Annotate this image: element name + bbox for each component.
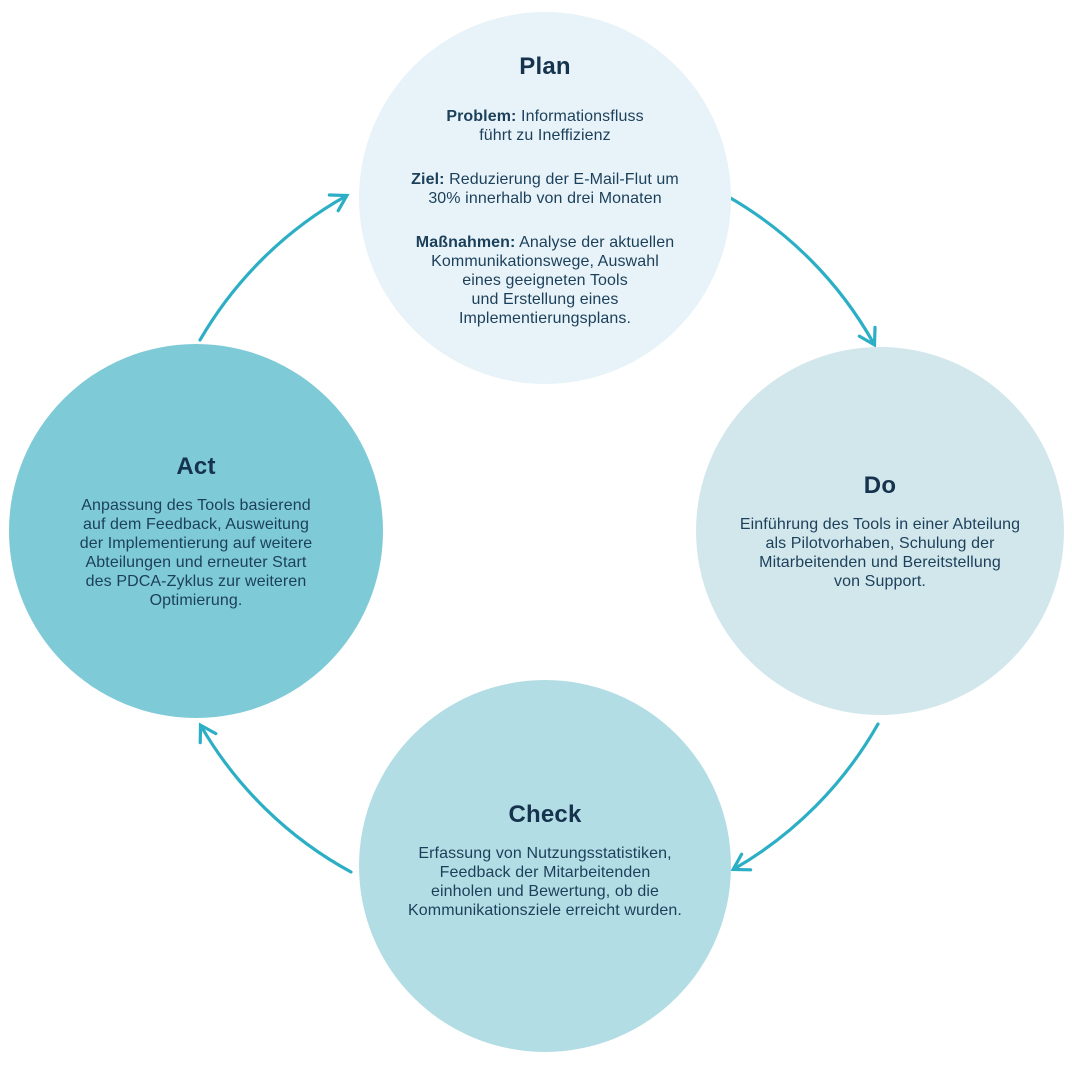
plan-problem-label: Problem: [446, 108, 517, 125]
check-body-text: Erfassung von Nutzungsstatistiken, Feedb… [408, 845, 682, 919]
arrow-plan-to-do [725, 194, 877, 348]
do-body-text: Einführung des Tools in einer Abteilung … [739, 516, 1021, 590]
do-circle: Do Einführung des Tools in einer Abteilu… [696, 347, 1064, 715]
arrow-check-to-act [198, 722, 353, 874]
arrow-do-to-check [730, 722, 880, 872]
arrow-act-to-plan [198, 193, 350, 342]
plan-problem-text: Problem: Informationsfluss führt zu Inef… [446, 108, 644, 144]
act-circle: Act Anpassung des Tools basierend auf de… [9, 344, 383, 718]
plan-ziel-text: Ziel: Reduzierung der E-Mail-Flut um 30%… [411, 171, 679, 207]
plan-circle: Plan Problem: Informationsfluss führt zu… [359, 12, 731, 384]
act-body-text: Anpassung des Tools basierend auf dem Fe… [79, 497, 313, 609]
plan-ziel-label: Ziel: [411, 171, 445, 188]
act-title: Act [176, 453, 216, 480]
check-circle: Check Erfassung von Nutzungsstatistiken,… [359, 680, 731, 1052]
check-title: Check [508, 801, 582, 828]
plan-massnahmen-label: Maßnahmen: [415, 234, 516, 251]
do-title: Do [863, 472, 897, 499]
plan-massnahmen-text: Maßnahmen: Analyse der aktuellen Kommuni… [415, 234, 675, 327]
plan-title: Plan [519, 53, 571, 80]
